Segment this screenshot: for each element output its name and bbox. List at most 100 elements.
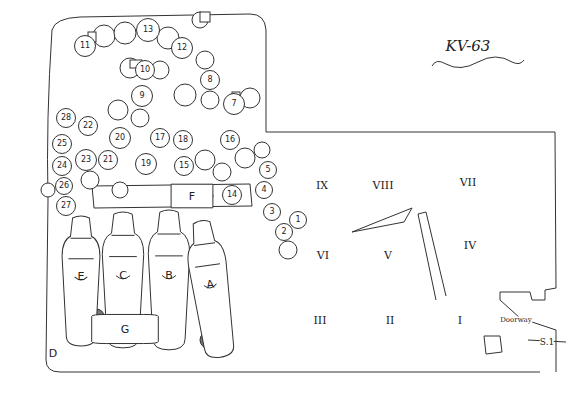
jar-number: 18 (173, 130, 193, 150)
jar-number: 24 (52, 156, 72, 176)
jar-number: 21 (98, 150, 118, 170)
jar-number: 5 (259, 161, 277, 179)
jar-number: 9 (131, 85, 153, 107)
jar-label: 19 (141, 160, 151, 168)
storage-jar (213, 163, 231, 181)
storage-jar (279, 241, 297, 259)
jar-label: 7 (231, 100, 236, 108)
jar-number: 15 (174, 156, 194, 176)
door-block (484, 336, 502, 354)
jar-number: 8 (200, 70, 220, 90)
jar-label: 8 (207, 76, 212, 84)
storage-jar (196, 51, 214, 69)
coffin-letter: G (121, 324, 130, 335)
coffin-letter: D (49, 348, 57, 359)
jar-number: 23 (75, 149, 97, 171)
jar-label: 1 (295, 216, 300, 224)
grid-square: IV (464, 240, 476, 251)
storage-jar (81, 171, 99, 189)
jar-label: 9 (139, 92, 144, 100)
jar-label: 16 (225, 136, 235, 144)
coffin-letter: F (189, 191, 195, 202)
jar-number: 7 (223, 93, 245, 115)
jar-label: 4 (261, 186, 266, 194)
jar-number: 14 (222, 185, 242, 205)
storage-jar (201, 91, 219, 109)
grid-square: I (458, 315, 462, 326)
storage-jar (195, 150, 215, 170)
storage-jar (131, 109, 149, 127)
jar-number: 20 (109, 127, 131, 149)
jar-label: 5 (265, 166, 270, 174)
coffin-outline: A (180, 218, 241, 362)
coffin-box: F (170, 184, 214, 208)
jar-label: 21 (103, 156, 113, 164)
storage-jar (235, 148, 255, 168)
jar-label: 20 (115, 134, 125, 142)
jar-number: 25 (52, 134, 72, 154)
jar-label: 3 (269, 208, 274, 216)
coffin-letter: A (206, 278, 215, 290)
jar-label: 25 (57, 140, 67, 148)
grid-square: VIII (373, 180, 394, 191)
jar-number: 16 (220, 130, 240, 150)
site-note: S.1 (540, 338, 554, 347)
storage-jar (114, 22, 136, 44)
grid-square: VI (317, 250, 329, 261)
jar-label: 27 (61, 202, 71, 210)
jar-number: 1 (289, 211, 307, 229)
jar-label: 24 (57, 162, 67, 170)
wood-fragment (352, 208, 412, 232)
coffin-box: G (88, 314, 162, 344)
storage-jar (254, 142, 270, 158)
coffin-letter: B (165, 270, 173, 281)
jar-label: 18 (178, 136, 188, 144)
jar-neck (200, 12, 210, 22)
jar-label: 11 (80, 42, 90, 50)
coffin-shape (180, 218, 241, 362)
jar-label: 26 (59, 182, 69, 190)
jar-label: 13 (143, 26, 153, 34)
jar-number: 11 (74, 35, 96, 57)
grid-square: III (313, 315, 326, 326)
grid-square: II (386, 315, 395, 326)
storage-jar (41, 183, 55, 197)
jar-label: 23 (81, 156, 91, 164)
jar-number: 26 (55, 177, 73, 195)
jar-label: 12 (177, 44, 187, 52)
storage-jar (112, 182, 128, 198)
jar-number: 28 (56, 108, 76, 128)
grid-square: V (384, 250, 392, 261)
jar-number: 19 (135, 153, 157, 175)
chamber-wall (52, 14, 556, 372)
jar-number: 2 (275, 223, 293, 241)
jar-label: 28 (61, 114, 71, 122)
jar-label: 17 (155, 134, 165, 142)
coffin-letter: C (119, 270, 127, 281)
jar-label: 2 (281, 228, 286, 236)
jar-label: 10 (140, 66, 150, 74)
jar-number: 17 (150, 128, 170, 148)
jar-number: 27 (56, 196, 76, 216)
plan-title: KV-63 (446, 39, 491, 54)
jar-number: 12 (171, 37, 193, 59)
grid-square: VII (460, 177, 477, 188)
jar-number: 22 (78, 116, 98, 136)
jar-number: 13 (136, 18, 160, 42)
coffin-letter: E (78, 271, 85, 282)
jar-label: 15 (179, 162, 189, 170)
storage-jar (174, 84, 196, 106)
pole-fragment (418, 212, 446, 300)
jar-number: 3 (263, 203, 281, 221)
title-underline (432, 57, 524, 68)
coffin-box: D (46, 346, 60, 361)
chamber-wall (46, 30, 540, 372)
storage-jar (108, 100, 128, 120)
site-note: Doorway (500, 317, 532, 324)
jar-label: 14 (227, 191, 237, 199)
jar-label: 22 (83, 122, 93, 130)
grid-square: IX (316, 180, 328, 191)
jar-number: 10 (135, 60, 155, 80)
